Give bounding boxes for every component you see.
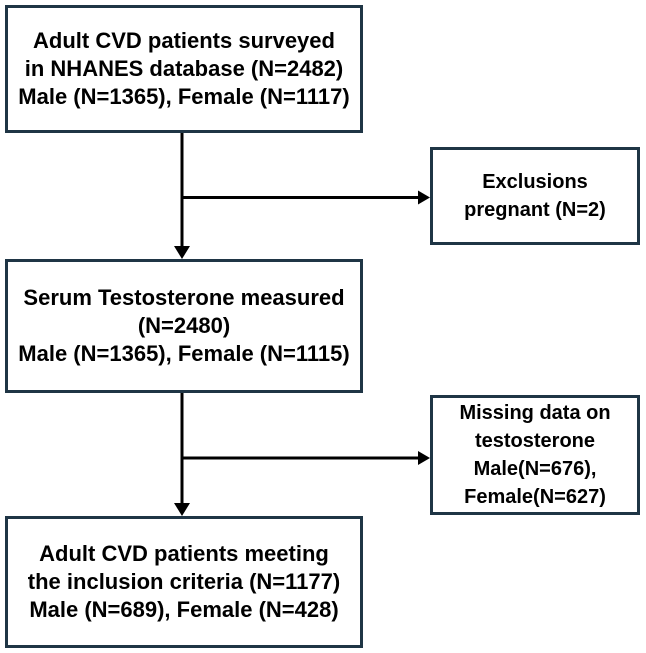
box-line: Adult CVD patients surveyed bbox=[33, 28, 335, 53]
box-line: Male (N=1365), Female (N=1117) bbox=[18, 84, 350, 109]
box-line: Adult CVD patients meeting bbox=[39, 541, 329, 566]
arrow-branch-to-missing bbox=[180, 451, 430, 465]
box-line: Male(N=676), bbox=[473, 458, 597, 480]
box-line: testosterone bbox=[474, 430, 596, 452]
box-exclusions: Exclusions pregnant (N=2) bbox=[430, 147, 640, 245]
box-line: pregnant (N=2) bbox=[464, 199, 606, 221]
box-line: (N=2480) bbox=[137, 313, 231, 338]
box-inclusion-criteria: Adult CVD patients meeting the inclusion… bbox=[5, 516, 363, 648]
box-line: Serum Testosterone measured bbox=[23, 285, 345, 310]
box-missing-data: Missing data on testosterone Male(N=676)… bbox=[430, 395, 640, 515]
box-line: Female(N=627) bbox=[464, 486, 606, 508]
arrow-measured-to-inclusion bbox=[174, 393, 190, 516]
box-line: Male (N=689), Female (N=428) bbox=[29, 597, 339, 622]
box-line: Missing data on bbox=[459, 402, 611, 424]
box-testosterone-measured: Serum Testosterone measured (N=2480) Mal… bbox=[5, 259, 363, 393]
arrow-branch-to-exclusions bbox=[180, 190, 430, 205]
box-line: Male (N=1365), Female (N=1115) bbox=[18, 341, 350, 366]
box-line: Exclusions bbox=[482, 171, 588, 193]
box-line: the inclusion criteria (N=1177) bbox=[27, 569, 341, 594]
box-surveyed-patients: Adult CVD patients surveyed in NHANES da… bbox=[5, 5, 363, 133]
arrow-surveyed-to-measured bbox=[174, 133, 190, 259]
box-line: in NHANES database (N=2482) bbox=[24, 56, 344, 81]
